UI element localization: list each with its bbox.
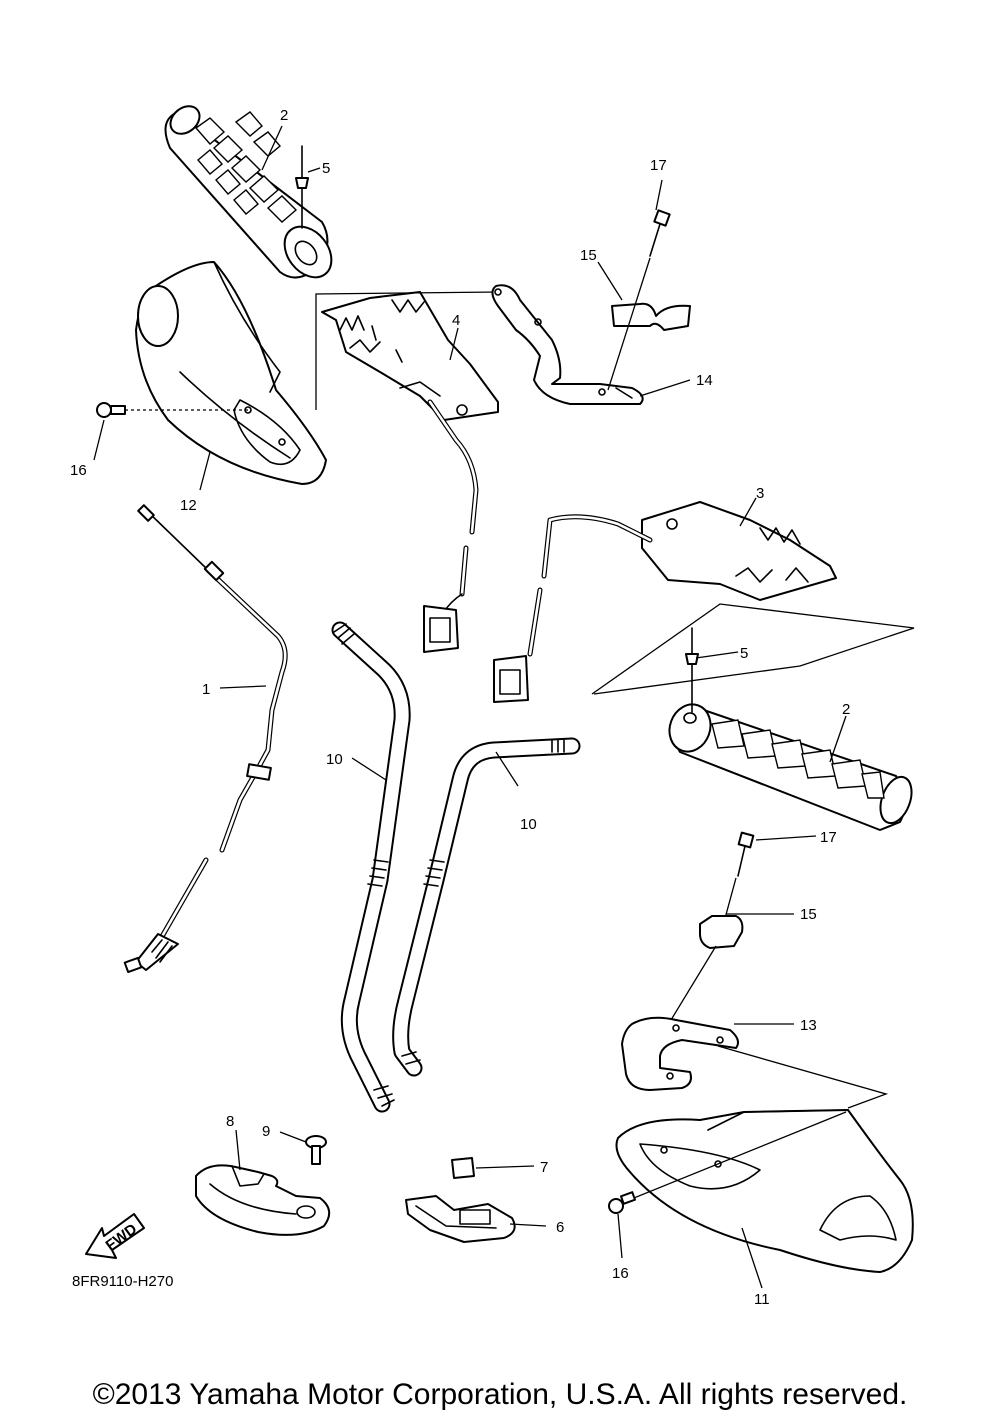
clamp-upper xyxy=(611,302,691,331)
callout-8: 8 xyxy=(226,1113,234,1130)
callout-2-lower: 2 xyxy=(842,701,850,718)
handlebar-left xyxy=(331,621,411,1113)
copyright-notice: ©2013 Yamaha Motor Corporation, U.S.A. A… xyxy=(92,1378,908,1411)
callout-15-lower: 15 xyxy=(800,906,817,923)
screw-9 xyxy=(305,1135,327,1165)
callout-10-right: 10 xyxy=(520,816,537,833)
pad-7 xyxy=(451,1157,475,1179)
callout-13: 13 xyxy=(800,1017,817,1034)
diagram-code: 8FR9110-H270 xyxy=(72,1273,173,1290)
bolt-lower-right xyxy=(737,831,755,877)
callout-5-lower: 5 xyxy=(740,645,748,662)
callout-17-lower: 17 xyxy=(820,829,837,846)
bolt-left xyxy=(96,402,126,418)
clamp-lower xyxy=(699,915,744,949)
heater-wire-lower xyxy=(493,514,653,703)
grip-heater-upper xyxy=(321,291,499,421)
fwd-arrow: FWD xyxy=(85,1213,145,1259)
callout-6: 6 xyxy=(556,1219,564,1236)
callout-7: 7 xyxy=(540,1159,548,1176)
holder-part-6 xyxy=(405,1195,516,1243)
heater-wire-upper xyxy=(423,399,479,653)
callout-17-upper: 17 xyxy=(650,157,667,174)
callout-12: 12 xyxy=(180,497,197,514)
bracket-upper-right xyxy=(491,284,644,405)
callout-14: 14 xyxy=(696,372,713,389)
callout-9: 9 xyxy=(262,1123,270,1140)
hand-guard-right xyxy=(615,1109,914,1273)
grip-upper xyxy=(164,105,333,279)
callout-3: 3 xyxy=(756,485,764,502)
handlebar-right xyxy=(392,737,581,1077)
callout-1: 1 xyxy=(202,681,210,698)
grip-lower xyxy=(668,703,913,831)
bolt-right xyxy=(608,1191,637,1214)
callout-11: 11 xyxy=(754,1291,770,1308)
callout-16-right: 16 xyxy=(612,1265,629,1282)
throttle-cable xyxy=(123,504,288,974)
callout-10-left: 10 xyxy=(326,751,343,768)
callout-2-upper: 2 xyxy=(280,107,288,124)
callout-5-upper: 5 xyxy=(322,160,330,177)
hand-guard-left xyxy=(135,261,327,485)
cover-part-8 xyxy=(195,1164,331,1236)
callout-4: 4 xyxy=(452,312,460,329)
callout-16-left: 16 xyxy=(70,462,87,479)
bracket-lower-right xyxy=(621,1016,739,1091)
bolt-upper-right xyxy=(649,209,671,257)
grip-heater-lower xyxy=(641,501,837,601)
rivet-upper xyxy=(295,145,309,229)
callout-15-upper: 15 xyxy=(580,247,597,264)
rivet-lower xyxy=(685,627,699,713)
